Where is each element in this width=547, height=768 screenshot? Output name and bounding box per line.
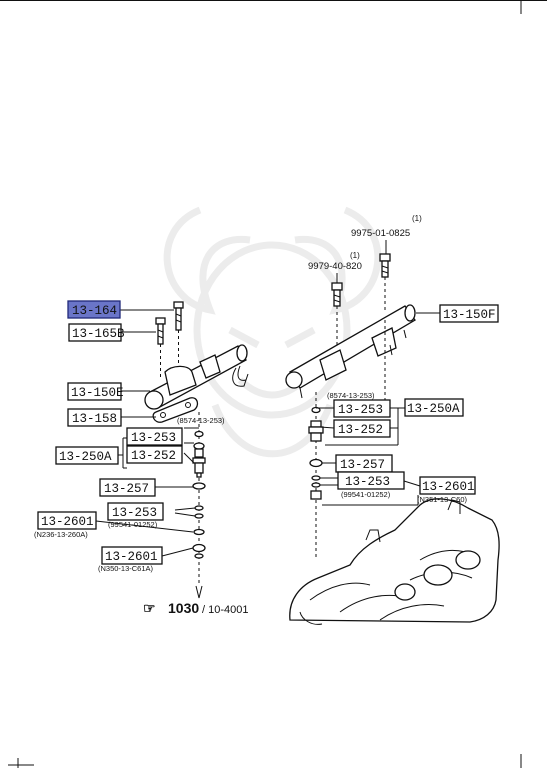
label-13-158[interactable]: 13-158 bbox=[72, 412, 117, 426]
note-left-n236: (N236-13-260A) bbox=[34, 530, 88, 539]
note-right-8574: (8574-13-253) bbox=[327, 391, 375, 400]
label-left-13-2601-b[interactable]: 13-2601 bbox=[105, 550, 158, 564]
cross-reference[interactable]: ☞ 1030 / 10-4001 bbox=[143, 600, 248, 616]
bolt-13-165b-icon bbox=[155, 317, 166, 378]
right-injector-stack-icon bbox=[308, 406, 324, 500]
note-left-99541: (99541-01252) bbox=[108, 520, 158, 529]
note-right-n351: (N351-13-C60) bbox=[417, 495, 468, 504]
label-right-13-253[interactable]: 13-253 bbox=[338, 403, 383, 417]
label-right-13-257[interactable]: 13-257 bbox=[340, 458, 385, 472]
left-injector-stack-icon bbox=[192, 430, 206, 559]
bolt-13-164-icon bbox=[173, 301, 184, 368]
arrow-down-icon bbox=[195, 585, 203, 599]
label-right-13-252[interactable]: 13-252 bbox=[338, 423, 383, 437]
label-left-13-253[interactable]: 13-253 bbox=[131, 431, 176, 445]
reference-main[interactable]: 1030 bbox=[168, 600, 199, 616]
reference-sub: / 10-4001 bbox=[202, 604, 248, 616]
intake-manifold-icon bbox=[289, 498, 500, 625]
label-13-150f[interactable]: 13-150F bbox=[443, 308, 496, 322]
label-right-13-250a[interactable]: 13-250A bbox=[407, 402, 460, 416]
label-left-13-252[interactable]: 13-252 bbox=[131, 449, 176, 463]
reference-hand-icon: ☞ bbox=[143, 600, 156, 616]
note-right-99541: (99541-01252) bbox=[341, 490, 391, 499]
fuel-rail-13-150e-icon bbox=[144, 344, 249, 410]
label-box-13-164-highlighted[interactable] bbox=[67, 300, 121, 319]
fuel-rail-13-150f-icon bbox=[285, 304, 416, 399]
qty-9979: (1) bbox=[350, 251, 360, 260]
note-left-8574: (8574-13-253) bbox=[177, 416, 225, 425]
left-fuel-rail-assembly: 13-164 13-165B 13-150E 13-158 (8574-13-2… bbox=[34, 300, 249, 599]
right-fuel-rail-assembly: (1) 9975-01-0825 (1) 9979-40-820 13-150F… bbox=[285, 214, 500, 625]
label-13-165b[interactable]: 13-165B bbox=[72, 327, 125, 341]
label-13-150e[interactable]: 13-150E bbox=[71, 386, 124, 400]
bolt-9979-40-820-icon bbox=[331, 282, 343, 345]
qty-9975: (1) bbox=[412, 214, 422, 223]
label-9979-40-820[interactable]: 9979-40-820 bbox=[308, 261, 362, 272]
label-right-13-253-b[interactable]: 13-253 bbox=[345, 475, 390, 489]
label-9975-01-0825[interactable]: 9975-01-0825 bbox=[351, 228, 410, 239]
bolt-9975-01-0825-icon bbox=[379, 253, 391, 312]
note-left-n350: (N350-13-C61A) bbox=[98, 564, 154, 573]
label-left-13-253-b[interactable]: 13-253 bbox=[112, 506, 157, 520]
spacer-13-158-icon bbox=[152, 397, 199, 423]
label-13-164[interactable]: 13-164 bbox=[72, 304, 117, 318]
label-right-13-2601[interactable]: 13-2601 bbox=[422, 480, 475, 494]
label-left-13-250a[interactable]: 13-250A bbox=[59, 450, 112, 464]
label-left-13-257[interactable]: 13-257 bbox=[104, 482, 149, 496]
label-left-13-2601[interactable]: 13-2601 bbox=[41, 515, 94, 529]
